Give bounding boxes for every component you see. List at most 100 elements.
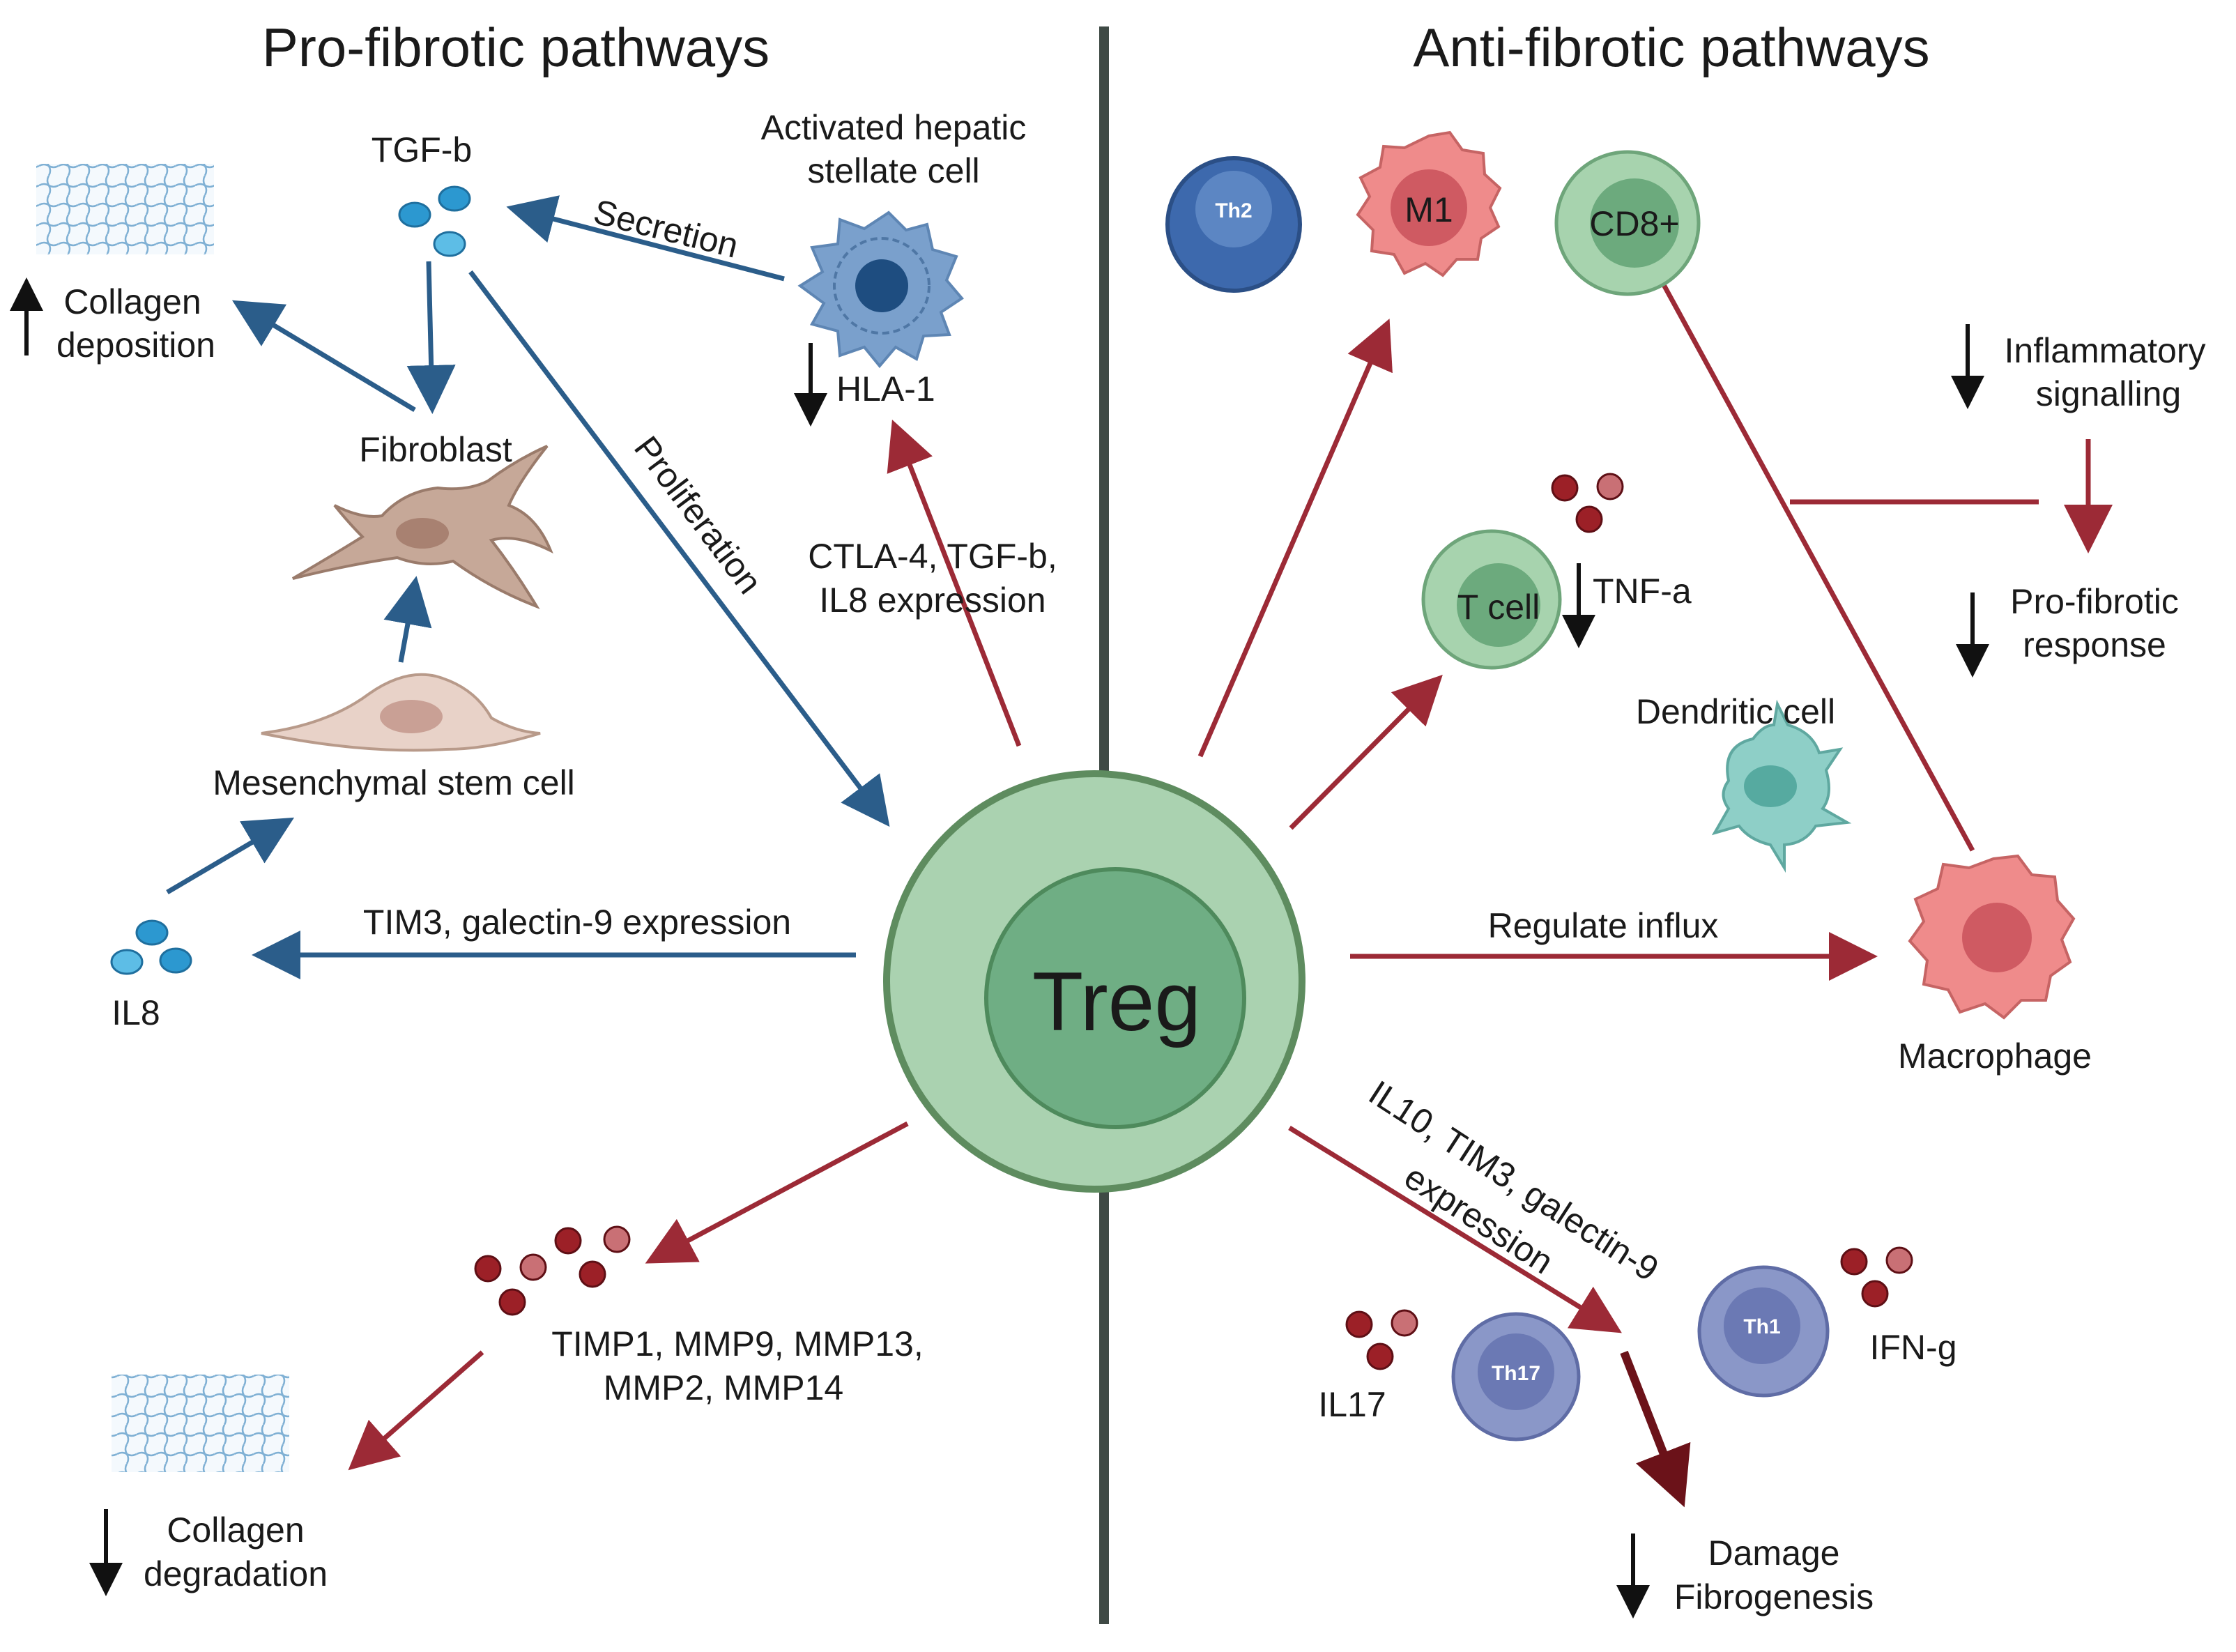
msc-nucleus [380,700,443,733]
mmp-molecule [474,1255,502,1283]
treg-label: Treg [1032,955,1201,1048]
il17-molecule [1391,1309,1418,1337]
th1-cell: Th1 [1697,1265,1830,1398]
treg-to-tcell-arrow [1289,675,1443,830]
il17-molecules [1345,1309,1418,1370]
tnfa-molecules [1551,473,1624,533]
il8-to-msc-arrow [166,817,295,895]
tnfa-molecule [1596,473,1624,500]
hepatic-stellate-cell [797,211,964,369]
m1-label: M1 [1404,190,1453,229]
hla-label: HLA-1 [836,369,935,408]
collagen-degradation-label-1: Collagen [167,1510,304,1550]
tgfb-label: TGF-b [372,130,472,169]
fibroblast-to-collagen-arrow [231,300,416,413]
treg-effect-arrows [348,281,2113,1471]
tnfa-molecule [1575,505,1603,533]
mmp-molecule [498,1288,526,1316]
collagen-deposition-label-2: deposition [56,326,215,365]
macrophage-cell [1908,854,2076,1020]
dendritic-cell [1711,699,1852,873]
th2-label: Th2 [1215,199,1252,222]
anti-fibrotic-title: Anti-fibrotic pathways [1413,17,1929,78]
th2-cell: Th2 [1165,156,1302,293]
fibroblast-nucleus [396,518,449,549]
pro-fibrotic-arrows [166,195,890,979]
treg-inner [984,867,1246,1129]
mmp-molecule [579,1260,606,1288]
treg-to-m1-arrow [1197,319,1393,758]
il8-label: IL8 [112,993,160,1032]
t-cell-label: T cell [1457,588,1540,627]
tgfb-molecule [438,185,471,212]
t-cell: T cell [1421,529,1562,670]
ctla4-label-1: CTLA-4, TGF-b, [808,537,1057,576]
mmp-to-collagen-arrow [348,1350,484,1471]
mmp-molecule [603,1225,631,1253]
stellate-cell-nucleus-ring [833,237,931,335]
macrophage-label: Macrophage [1898,1037,2092,1076]
tnfa-label: TNF-a [1593,572,1692,611]
th1-label: Th1 [1743,1315,1780,1338]
mesenchymal-stem-cell [261,673,541,752]
profibrotic-response-label-1: Pro-fibrotic [2010,582,2179,621]
timp-label-2: MMP2, MMP14 [604,1368,844,1407]
cd8-label: CD8+ [1589,204,1679,243]
fibroblast-label: Fibroblast [359,430,512,469]
secretion-label: Secretion [590,192,742,265]
msc-to-fibroblast-arrow [383,576,432,663]
regulate-influx-label: Regulate influx [1488,906,1719,945]
ifng-molecule [1861,1280,1889,1308]
il17-label: IL17 [1318,1385,1386,1424]
hsc-label-2: stellate cell [807,151,979,190]
cd8-to-macrophage-line [1660,281,1975,852]
collagen-mesh-bottom [112,1375,289,1472]
timp-label-1: TIMP1, MMP9, MMP13, [551,1324,923,1363]
ifng-label: IFN-g [1870,1328,1957,1367]
dendritic-label: Dendritic cell [1636,692,1835,731]
profibrotic-response-label-2: response [2023,625,2166,664]
tgfb-molecule [398,201,431,228]
collagen-mesh-top [36,164,214,254]
inflammatory-label-1: Inflammatory [2005,331,2206,370]
mmp-molecules [474,1225,631,1316]
th17-label: Th17 [1492,1362,1540,1385]
tgfb-molecules [398,185,471,257]
pro-fibrotic-title: Pro-fibrotic pathways [262,17,769,78]
cd8-t-cell: CD8+ [1554,150,1701,296]
il17-molecule [1366,1343,1394,1370]
damage-label-2: Fibrogenesis [1674,1577,1874,1616]
secretion-arrow [506,195,785,282]
proliferation-arrow [468,270,890,827]
tgfb-to-fibroblast-arrow [406,261,456,414]
fibroblast-cell [291,445,553,609]
il8-molecule [135,919,169,946]
ctla4-label-2: IL8 expression [819,581,1046,620]
th17-cell: Th17 [1451,1312,1581,1441]
collagen-deposition-label-1: Collagen [63,282,201,321]
mmp-molecule [554,1227,582,1255]
il8-molecules [110,919,192,975]
il10-arrow [1288,1126,1622,1333]
damage-arrow [1620,1350,1691,1508]
tnfa-molecule [1551,474,1579,502]
treg-to-mmp-arrow [645,1121,909,1264]
ifng-molecules [1840,1246,1913,1308]
il8-molecule [110,949,144,975]
il17-molecule [1345,1310,1373,1338]
msc-label: Mesenchymal stem cell [213,763,575,802]
stellate-cell-nucleus [855,259,908,312]
ifng-molecule [1840,1248,1868,1276]
ctla4-arrow [887,419,1022,747]
il8-molecule [159,947,192,974]
tim3-label: TIM3, galectin-9 expression [363,903,791,942]
hsc-label-1: Activated hepatic [761,108,1027,147]
treg-cell: Treg [883,770,1305,1193]
tgfb-molecule [433,231,466,257]
ifng-molecule [1885,1246,1913,1274]
damage-label-1: Damage [1708,1534,1840,1573]
indicator-arrows [9,277,1989,1619]
m1-macrophage: M1 [1356,130,1502,277]
collagen-degradation-label-2: degradation [144,1554,328,1593]
